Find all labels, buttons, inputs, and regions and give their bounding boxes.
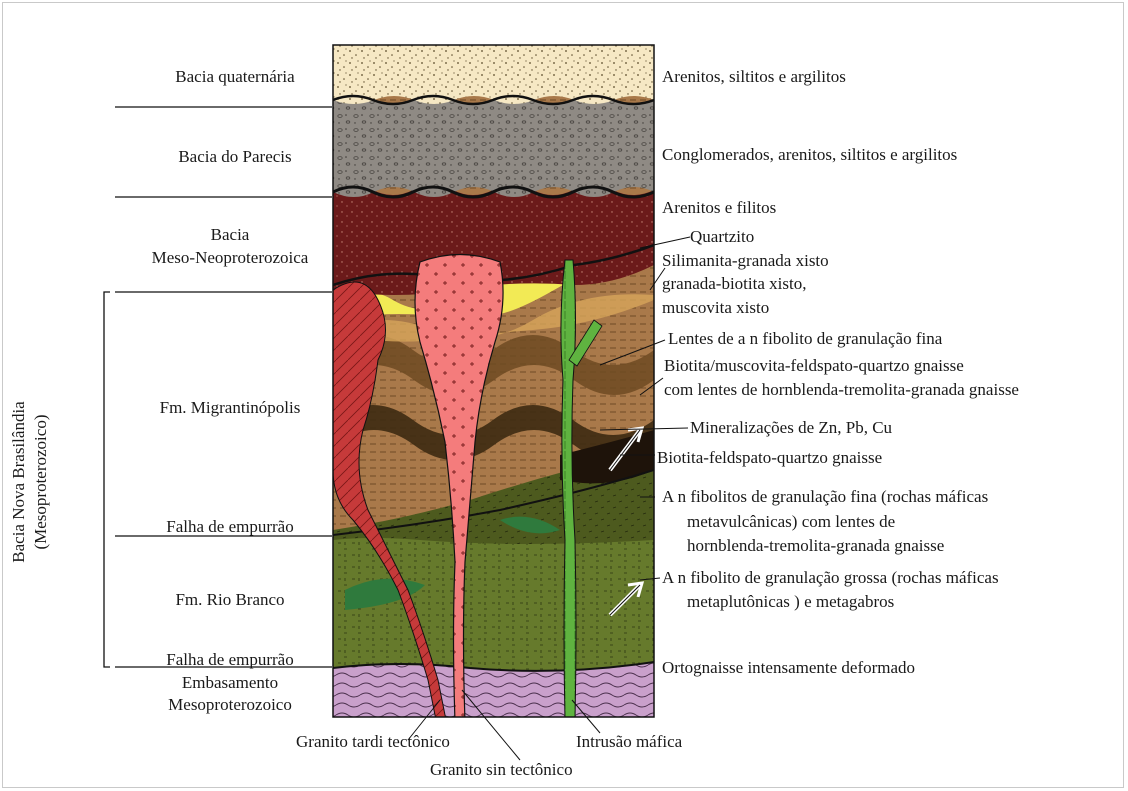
label-fm-migrantinopolis: Fm. Migrantinópolis — [120, 398, 340, 418]
group-label: Bacia Nova Brasilândia (Mesoproterozoico… — [8, 312, 52, 652]
label-granito-sin: Granito sin tectônico — [430, 760, 573, 780]
layer-parecis — [333, 96, 654, 197]
label-bacia-parecis: Bacia do Parecis — [140, 147, 330, 167]
litho-anfibolitos-fina-line2: metavulcânicas) com lentes de — [687, 512, 895, 532]
litho-arenitos-siltitos: Arenitos, siltitos e argilitos — [662, 67, 846, 87]
label-embasamento-line1: Embasamento — [120, 673, 340, 693]
litho-arenitos-filitos: Arenitos e filitos — [662, 198, 776, 218]
label-granito-tardi: Granito tardi tectônico — [296, 732, 450, 752]
litho-anfibolito-grossa-line2: metaplutônicas ) e metagabros — [687, 592, 894, 612]
label-bacia-meso-line1: Bacia — [120, 225, 340, 245]
label-fm-rio-branco: Fm. Rio Branco — [120, 590, 340, 610]
label-bacia-meso-line2: Meso-Neoproterozoica — [120, 248, 340, 268]
litho-biotita-muscovita-gnaisse: Biotita/muscovita-feldspato-quartzo gnai… — [664, 356, 964, 376]
litho-ortognaisse: Ortognaisse intensamente deformado — [662, 658, 915, 678]
label-embasamento-line2: Mesoproterozoico — [120, 695, 340, 715]
litho-mineralizacoes: Mineralizações de Zn, Pb, Cu — [690, 418, 892, 438]
litho-conglomerados: Conglomerados, arenitos, siltitos e argi… — [662, 145, 957, 165]
litho-lentes-anfibolito: Lentes de a n fibolito de granulação fin… — [668, 329, 942, 349]
label-bacia-quaternaria: Bacia quaternária — [140, 67, 330, 87]
label-intrusao-mafica: Intrusão máfica — [576, 732, 682, 752]
group-label-line2: (Mesoproterozoico) — [30, 312, 52, 652]
group-bracket — [104, 292, 110, 667]
column-layers — [314, 45, 656, 730]
litho-biotita-feldspato: Biotita-feldspato-quartzo gnaisse — [657, 448, 882, 468]
label-falha-empurrao-1: Falha de empurrão — [120, 517, 340, 537]
litho-muscovita-xisto: muscovita xisto — [662, 298, 769, 318]
litho-anfibolitos-fina-line3: hornblenda-tremolita-granada gnaisse — [687, 536, 944, 556]
layer-quaternaria — [333, 45, 654, 104]
litho-lentes-hornblenda: com lentes de hornblenda-tremolita-grana… — [664, 380, 1019, 400]
group-label-line1: Bacia Nova Brasilândia — [8, 312, 30, 652]
litho-anfibolitos-fina-line1: A n fibolitos de granulação fina (rochas… — [662, 487, 988, 507]
left-separators — [115, 107, 332, 667]
litho-silimanita: Silimanita-granada xisto — [662, 251, 829, 271]
litho-quartzito: Quartzito — [690, 227, 754, 247]
label-falha-empurrao-2: Falha de empurrão — [120, 650, 340, 670]
litho-granada-biotita: granada-biotita xisto, — [662, 274, 806, 294]
litho-anfibolito-grossa-line1: A n fibolito de granulação grossa (rocha… — [662, 568, 999, 588]
